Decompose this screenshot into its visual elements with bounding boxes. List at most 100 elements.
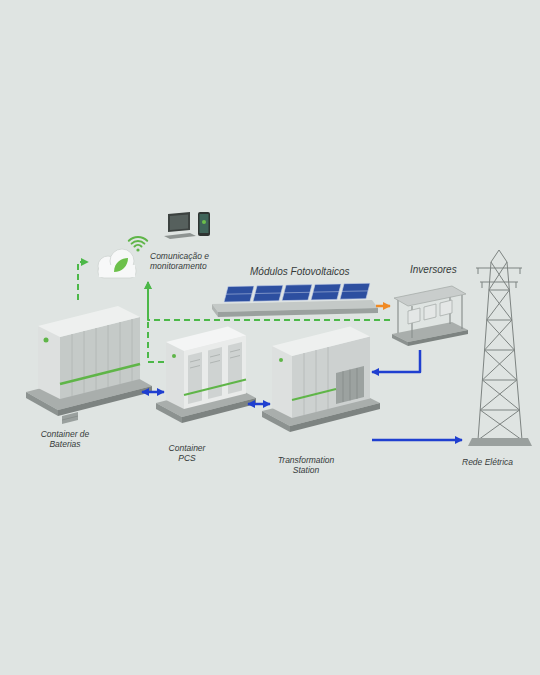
pv-modules — [253, 285, 283, 301]
battery-container — [38, 306, 140, 337]
transformation-station — [343, 371, 344, 402]
equipment-label: Inversores — [410, 264, 457, 276]
transmission-tower — [516, 282, 517, 288]
pv-modules — [284, 292, 310, 294]
inverters — [392, 286, 468, 346]
cloud-monitoring — [136, 248, 139, 251]
pcs-container — [230, 356, 240, 359]
inverters — [440, 300, 452, 316]
battery-container — [44, 338, 49, 343]
pcs-container — [184, 380, 246, 396]
pv-modules — [212, 283, 378, 317]
transformation-station — [357, 368, 358, 399]
pcs-container — [190, 360, 200, 363]
battery-container — [26, 306, 152, 424]
transformation-station — [316, 350, 317, 412]
station-node: Transformation Station — [270, 326, 372, 482]
pv-node: Módulos Fotovoltaicos — [210, 266, 376, 316]
power-line — [376, 305, 390, 308]
transformation-station — [304, 347, 328, 415]
transformation-station — [304, 353, 305, 415]
transmission-tower — [480, 282, 518, 283]
grid-node: Rede Elétrica — [462, 248, 535, 472]
transformation-station — [262, 327, 380, 433]
cloud-monitoring — [114, 258, 128, 272]
battery-container — [96, 328, 97, 390]
pv-modules — [212, 304, 218, 317]
power-line — [372, 439, 462, 442]
pcs-container — [190, 366, 200, 369]
pv-modules — [255, 293, 281, 295]
pv-modules — [311, 284, 341, 300]
transmission-tower — [482, 282, 483, 288]
equipment-label: Módulos Fotovoltaicos — [250, 266, 350, 278]
pv-modules — [226, 291, 368, 294]
equipment-label: Rede Elétrica — [462, 458, 513, 468]
inverters — [424, 304, 436, 320]
pcs-container — [230, 350, 240, 353]
pv-modules — [218, 308, 378, 317]
pv-modules — [342, 290, 368, 292]
transmission-tower — [499, 250, 507, 262]
transformation-station — [272, 327, 370, 357]
inverters — [461, 295, 462, 329]
equipment-label: Container PCS — [164, 444, 210, 464]
transmission-tower — [480, 262, 522, 440]
power-line — [142, 391, 164, 394]
pv-modules — [226, 293, 252, 295]
transmission-tower — [485, 350, 515, 351]
transmission-tower — [487, 320, 512, 321]
transmission-tower — [468, 438, 532, 446]
cloud-monitoring — [170, 215, 188, 231]
transformation-station — [350, 370, 351, 401]
transmission-tower — [480, 410, 519, 411]
battery-container — [38, 326, 60, 399]
battery-container — [120, 322, 121, 384]
transmission-tower — [482, 380, 517, 381]
pcs-container — [156, 327, 256, 424]
transmission-tower — [468, 250, 532, 446]
cloud-monitoring — [200, 214, 209, 233]
cloud-monitoring — [129, 237, 147, 247]
data-link — [78, 262, 88, 300]
pv-modules — [224, 283, 370, 302]
battery-container — [132, 319, 133, 381]
transmission-tower — [520, 268, 521, 274]
battery-container — [84, 331, 85, 393]
equipment-label: Container de Baterias — [34, 430, 96, 450]
pv-modules — [313, 291, 339, 293]
inverters — [394, 286, 466, 306]
equipment-label: Comunicação e monitoramento — [150, 252, 240, 272]
battery-container — [72, 334, 73, 396]
power-line — [248, 403, 270, 406]
inverters — [408, 308, 420, 324]
inverters — [397, 298, 398, 333]
power-line — [372, 350, 420, 372]
battery-container — [108, 325, 109, 387]
battery-container — [62, 412, 78, 424]
pcs-container — [208, 347, 222, 399]
transformation-station — [292, 389, 336, 400]
pcs-container — [228, 342, 242, 394]
transformation-station — [328, 347, 329, 409]
battery-container — [26, 392, 58, 416]
transmission-tower — [476, 268, 522, 269]
transformation-station — [343, 368, 357, 402]
cloud-monitoring — [168, 212, 190, 232]
cloud-monitoring — [164, 233, 196, 239]
pcs-container — [190, 350, 240, 369]
cloud-node: Comunicação e monitoramento — [88, 210, 245, 282]
pcs-container — [210, 355, 220, 358]
pcs-container — [166, 342, 184, 409]
pv-modules — [340, 283, 370, 299]
transformation-station — [272, 346, 292, 418]
pcs-container — [188, 352, 202, 404]
battery-node: Container de Baterias — [34, 300, 142, 462]
pcs-node: Container PCS — [164, 324, 248, 475]
equipment-label: Transformation Station — [270, 456, 342, 476]
inverter-node: Inversores — [390, 262, 468, 350]
inverters — [408, 330, 468, 346]
